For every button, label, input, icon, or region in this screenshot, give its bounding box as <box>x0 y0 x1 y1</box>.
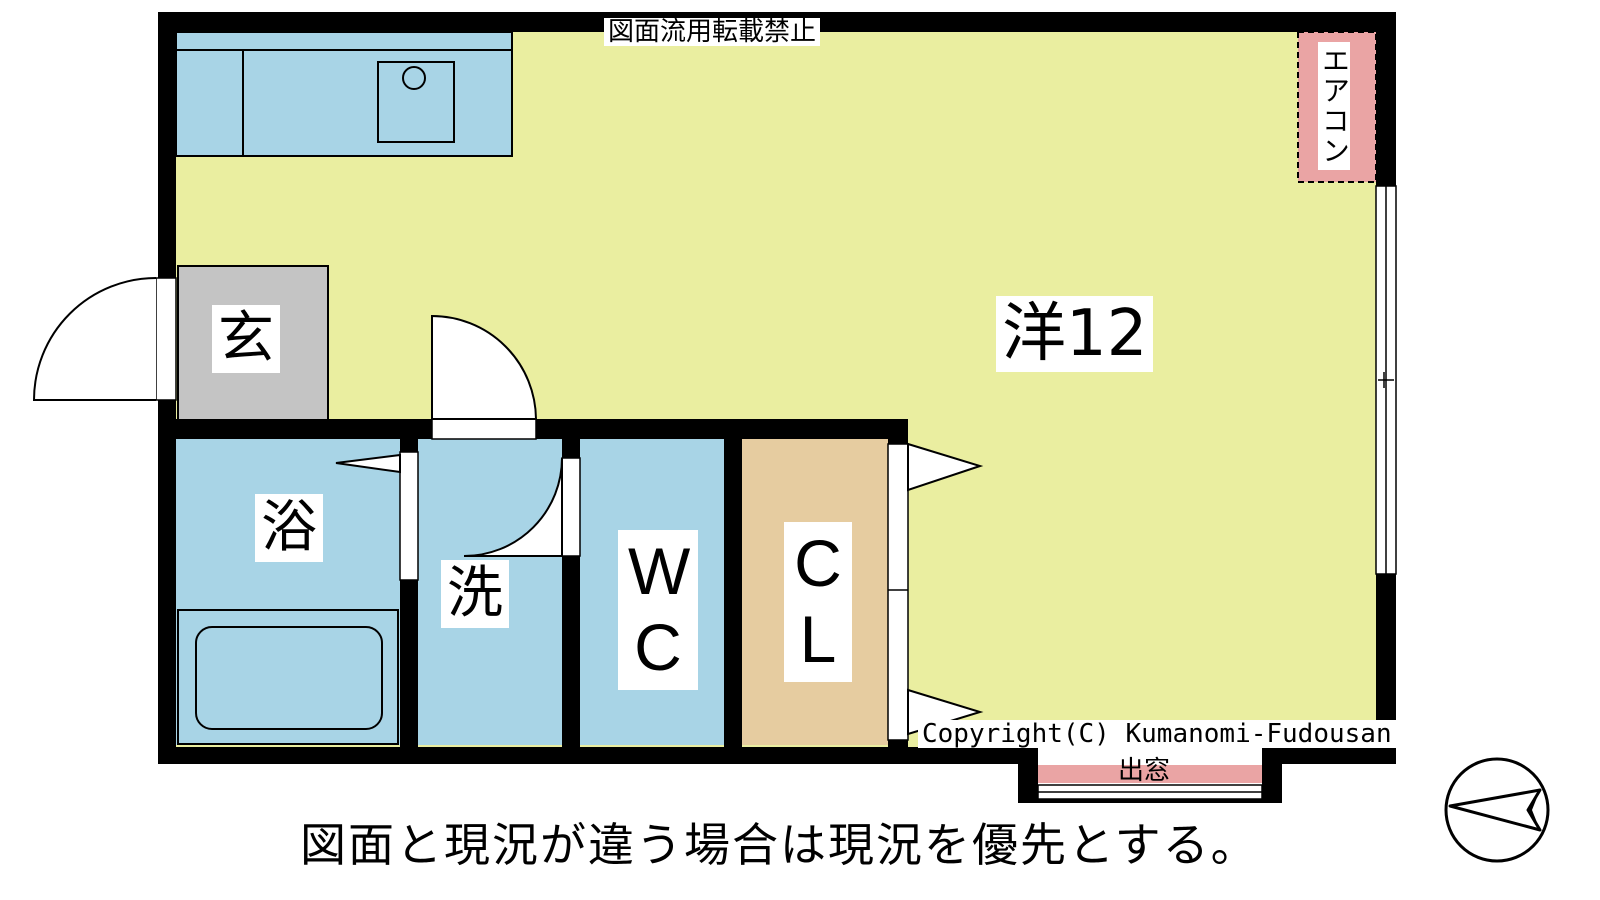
room-label-western: 洋12 <box>996 296 1154 372</box>
entrance-door-swing <box>32 277 157 401</box>
closet-door-leaf-upper <box>907 442 984 492</box>
wall-wc-cl <box>724 439 742 747</box>
aircon-label: エアコン <box>1318 42 1351 170</box>
sink-drain <box>402 66 426 90</box>
room-label-bath: 浴 <box>255 494 323 562</box>
bay-window-label: 出窓 <box>1118 756 1171 786</box>
kitchen-counter <box>175 31 513 157</box>
bathtub <box>177 609 399 745</box>
room-label-closet: CL <box>784 522 852 682</box>
copyright-notice: Copyright(C) Kumanomi-Fudousan <box>918 720 1396 748</box>
sink <box>377 61 455 143</box>
washroom-door-swing <box>431 314 538 420</box>
closet-door-gap <box>887 443 909 741</box>
toilet-door-swing <box>463 457 563 557</box>
washroom-door-gap <box>431 418 537 440</box>
toilet-door-gap <box>561 457 581 557</box>
bath-door-gap <box>399 451 419 581</box>
compass-arrow-head <box>1528 790 1540 830</box>
room-label-toilet: WC <box>618 530 698 690</box>
bay-window-sill <box>1038 765 1262 783</box>
room-label-entrance: 玄 <box>212 305 280 373</box>
aircon-outline <box>1297 31 1377 183</box>
bath-door-leaf <box>335 453 401 474</box>
bathtub-inner <box>195 626 383 730</box>
entrance-door-gap <box>155 277 177 401</box>
footer-note: 図面と現況が違う場合は現況を優先とする。 <box>300 818 1259 872</box>
notice-no-reuse: 図面流用転載禁止 <box>604 18 821 46</box>
room-label-washroom: 洗 <box>441 560 509 628</box>
